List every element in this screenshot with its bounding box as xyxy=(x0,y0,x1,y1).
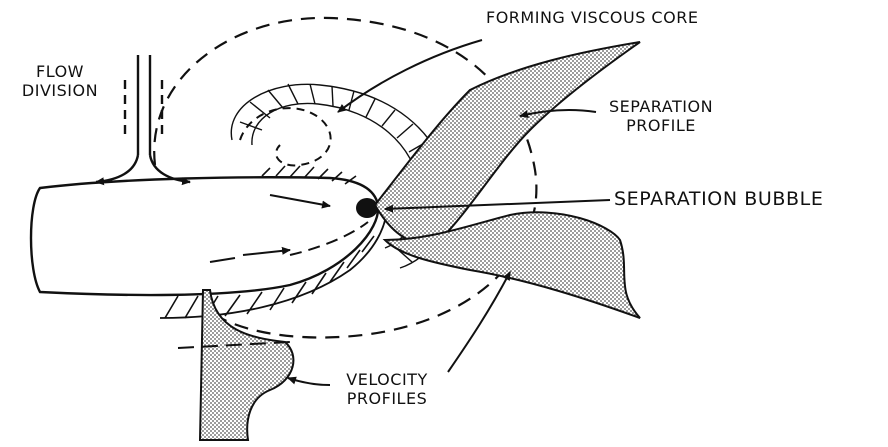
separation-profile-shape xyxy=(375,42,640,244)
leader-velocity-profiles-right xyxy=(448,272,510,372)
flow-division-arrows xyxy=(96,55,190,182)
leader-velocity-profiles-left xyxy=(288,378,330,385)
flow-division-label: FLOW DIVISION xyxy=(18,62,102,100)
separation-profile-label-line1: SEPARATION xyxy=(598,97,724,116)
separation-profile-label: SEPARATION PROFILE xyxy=(598,97,724,135)
forming-viscous-core-label: FORMING VISCOUS CORE xyxy=(486,8,698,27)
separation-bubble xyxy=(356,198,378,218)
velocity-profiles-label-line2: PROFILES xyxy=(334,389,440,408)
separation-profile-label-line2: PROFILE xyxy=(598,116,724,135)
separation-bubble-label: SEPARATION BUBBLE xyxy=(614,188,823,211)
flow-division-label-line2: DIVISION xyxy=(18,81,102,100)
velocity-profile-shape xyxy=(200,290,293,440)
flow-division-label-line1: FLOW xyxy=(18,62,102,81)
velocity-profiles-label-line1: VELOCITY xyxy=(334,370,440,389)
velocity-profiles-label: VELOCITY PROFILES xyxy=(334,370,440,408)
inner-dashed-curl xyxy=(240,108,331,165)
wing-body xyxy=(31,177,378,295)
